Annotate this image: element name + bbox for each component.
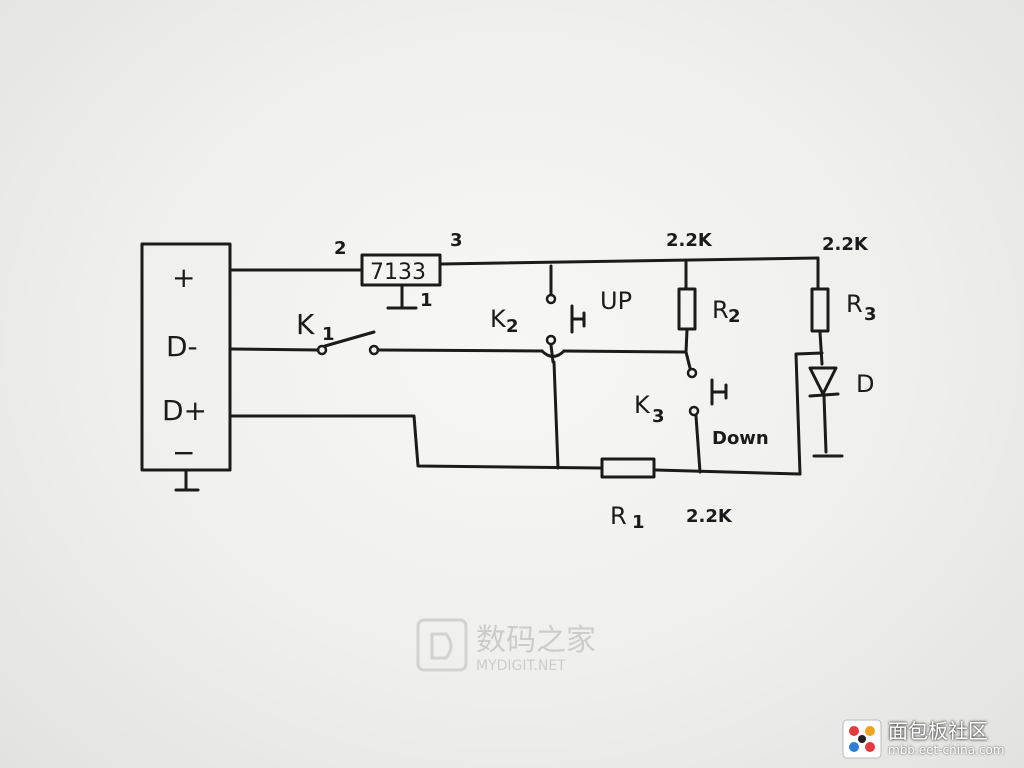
k2-label: K xyxy=(490,305,507,333)
watermark-d-icon xyxy=(430,632,453,660)
wire-dminus-mid xyxy=(376,348,544,353)
k3-contact-top xyxy=(686,367,698,379)
k1-subscript: 1 xyxy=(322,324,335,345)
regulator-7133: 7133 2 3 1 xyxy=(334,230,463,311)
k1-label: K xyxy=(296,308,315,341)
k2-contact-bottom xyxy=(545,334,557,346)
pin-dminus-label: D- xyxy=(166,330,198,363)
r3-body xyxy=(810,287,830,333)
resistor-r1: R 1 2.2K xyxy=(600,457,733,533)
k2-pushbutton xyxy=(570,304,586,334)
r2-value: 2.2K xyxy=(666,230,713,251)
r2-label: R xyxy=(712,296,729,324)
pin-plus-label: + xyxy=(172,261,195,294)
regulator-pin-out: 3 xyxy=(450,230,463,251)
wire-dminus-left xyxy=(230,347,320,352)
switch-k2-up: K 2 UP xyxy=(490,264,632,364)
regulator-ground xyxy=(386,284,418,310)
r1-label: R xyxy=(610,502,627,530)
center-watermark: 数码之家 MYDIGIT.NET xyxy=(416,618,596,674)
breadboard-logo-icon xyxy=(842,719,882,759)
r1-value: 2.2K xyxy=(686,506,733,527)
corner-site-url: mbb.eet-china.com xyxy=(888,743,1005,757)
k3-label: K xyxy=(634,391,651,419)
usb-connector: + D- D+ − xyxy=(140,242,232,492)
watermark-cn: 数码之家 xyxy=(476,623,596,658)
connector-ground-symbol xyxy=(174,468,200,492)
diode-d: D xyxy=(808,366,874,458)
r2-body xyxy=(677,287,697,331)
r2-subscript: 2 xyxy=(728,306,741,327)
pin-ground-label: − xyxy=(172,436,195,469)
corner-site-name: 面包板社区 xyxy=(888,719,988,743)
k1-lever xyxy=(323,330,376,348)
connector-outline xyxy=(140,242,232,472)
corner-texts: 面包板社区 mbb.eet-china.com xyxy=(888,720,1004,758)
diode-label: D xyxy=(856,370,874,398)
watermark-en: MYDIGIT.NET xyxy=(476,658,566,674)
r1-subscript: 1 xyxy=(632,512,645,533)
wire-led-to-bus xyxy=(794,351,824,476)
k2-subscript: 2 xyxy=(506,316,519,337)
k3-lead-down xyxy=(694,414,702,474)
corner-watermark: 面包板社区 mbb.eet-china.com xyxy=(842,714,1022,764)
k2-contact-top xyxy=(545,293,557,305)
regulator-label: 7133 xyxy=(370,260,426,285)
switch-k3-down: K 3 Down xyxy=(634,367,769,474)
k3-pushbutton xyxy=(710,378,728,406)
wire-dplus xyxy=(230,414,602,470)
k3-down-label: Down xyxy=(712,428,769,449)
r1-body xyxy=(600,457,656,479)
r3-subscript: 3 xyxy=(864,304,877,325)
k2-lead-down xyxy=(549,343,555,364)
k1-contact-left xyxy=(316,344,328,356)
pin-dplus-label: D+ xyxy=(162,394,207,427)
regulator-pin-in: 2 xyxy=(334,238,347,259)
switch-k1: K 1 xyxy=(230,308,380,356)
r2-bottom-lead xyxy=(684,328,692,370)
k2-up-label: UP xyxy=(600,287,632,315)
diode-ground xyxy=(812,394,844,458)
resistor-r3: R 3 2.2K xyxy=(810,234,877,366)
r3-value: 2.2K xyxy=(822,234,869,255)
wire-dminus-right xyxy=(562,349,686,354)
wire-bus-right xyxy=(654,468,802,476)
r3-bottom-lead xyxy=(818,330,824,366)
wire-3v3-rail xyxy=(439,256,820,266)
diode-triangle xyxy=(808,366,838,396)
resistor-r2: R 2 2.2K xyxy=(666,230,741,370)
regulator-pin-gnd: 1 xyxy=(420,290,433,311)
wire-k2-to-bus xyxy=(552,360,560,470)
r3-label: R xyxy=(846,290,863,318)
k3-subscript: 3 xyxy=(652,406,665,427)
k3-contact-bottom xyxy=(688,405,700,417)
watermark-logo-icon xyxy=(416,618,468,672)
